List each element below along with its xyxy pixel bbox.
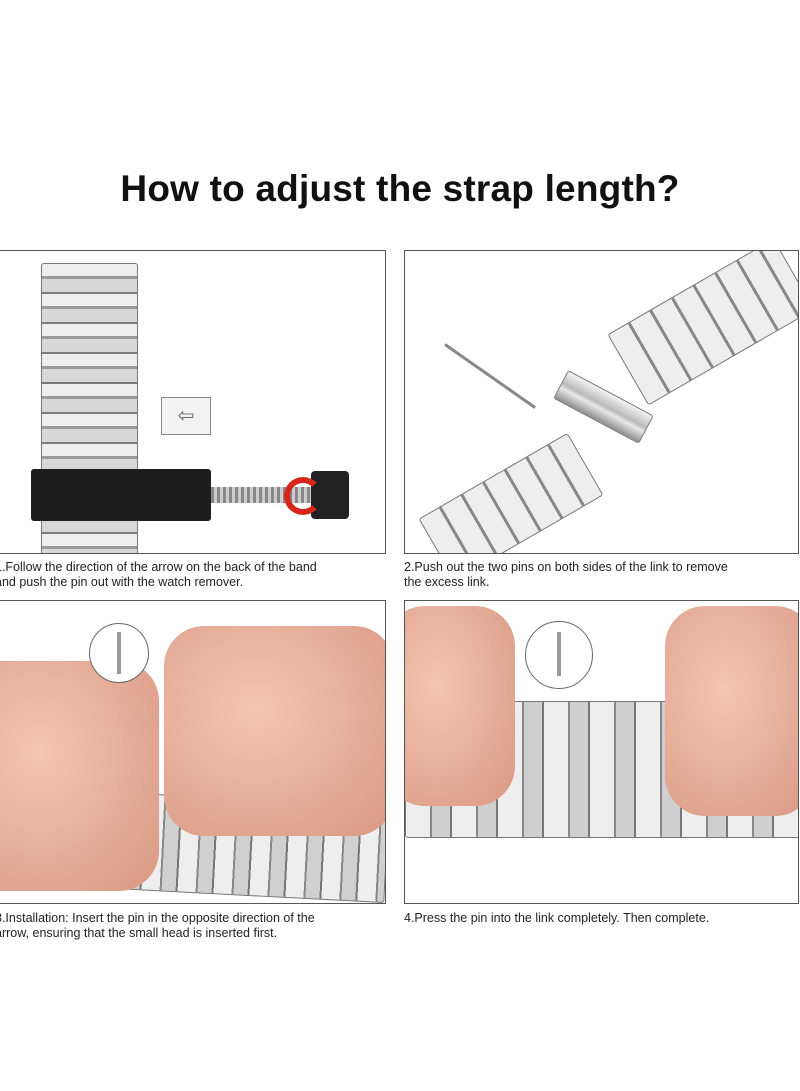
step-1-image: ⇦ bbox=[0, 250, 386, 554]
step-2-line-2: the excess link. bbox=[404, 575, 490, 589]
page-title: How to adjust the strap length? bbox=[120, 168, 680, 209]
step-2-image bbox=[404, 250, 799, 554]
step-3-image bbox=[0, 600, 386, 904]
step-1-caption: 1.Follow the direction of the arrow on t… bbox=[0, 560, 317, 590]
step-4-image bbox=[404, 600, 799, 904]
step-1-line-1: 1.Follow the direction of the arrow on t… bbox=[0, 560, 317, 574]
step-4-caption: 4.Press the pin into the link completely… bbox=[404, 911, 709, 926]
step-2-line-1: 2.Push out the two pins on both sides of… bbox=[404, 560, 728, 574]
left-hand bbox=[0, 661, 159, 891]
pin-detail-circle bbox=[525, 621, 593, 689]
rotate-arrow-icon bbox=[284, 477, 322, 515]
right-hand bbox=[665, 606, 798, 816]
step-1-line-2: and push the pin out with the watch remo… bbox=[0, 575, 244, 589]
step-3-caption: 3.Installation: Insert the pin in the op… bbox=[0, 911, 315, 941]
left-hand bbox=[405, 606, 515, 806]
right-hand bbox=[164, 626, 385, 836]
step-3-line-1: 3.Installation: Insert the pin in the op… bbox=[0, 911, 315, 925]
step-4-line-1: 4.Press the pin into the link completely… bbox=[404, 911, 710, 925]
band-segment-top bbox=[607, 251, 798, 406]
pin-detail-circle bbox=[89, 623, 149, 683]
tool-body bbox=[31, 469, 211, 521]
band-segment-bottom bbox=[418, 432, 604, 553]
pin-illustration bbox=[444, 343, 536, 409]
arrow-detail-icon: ⇦ bbox=[161, 397, 211, 435]
step-2-caption: 2.Push out the two pins on both sides of… bbox=[404, 560, 728, 590]
step-3-line-2: arrow, ensuring that the small head is i… bbox=[0, 926, 278, 940]
